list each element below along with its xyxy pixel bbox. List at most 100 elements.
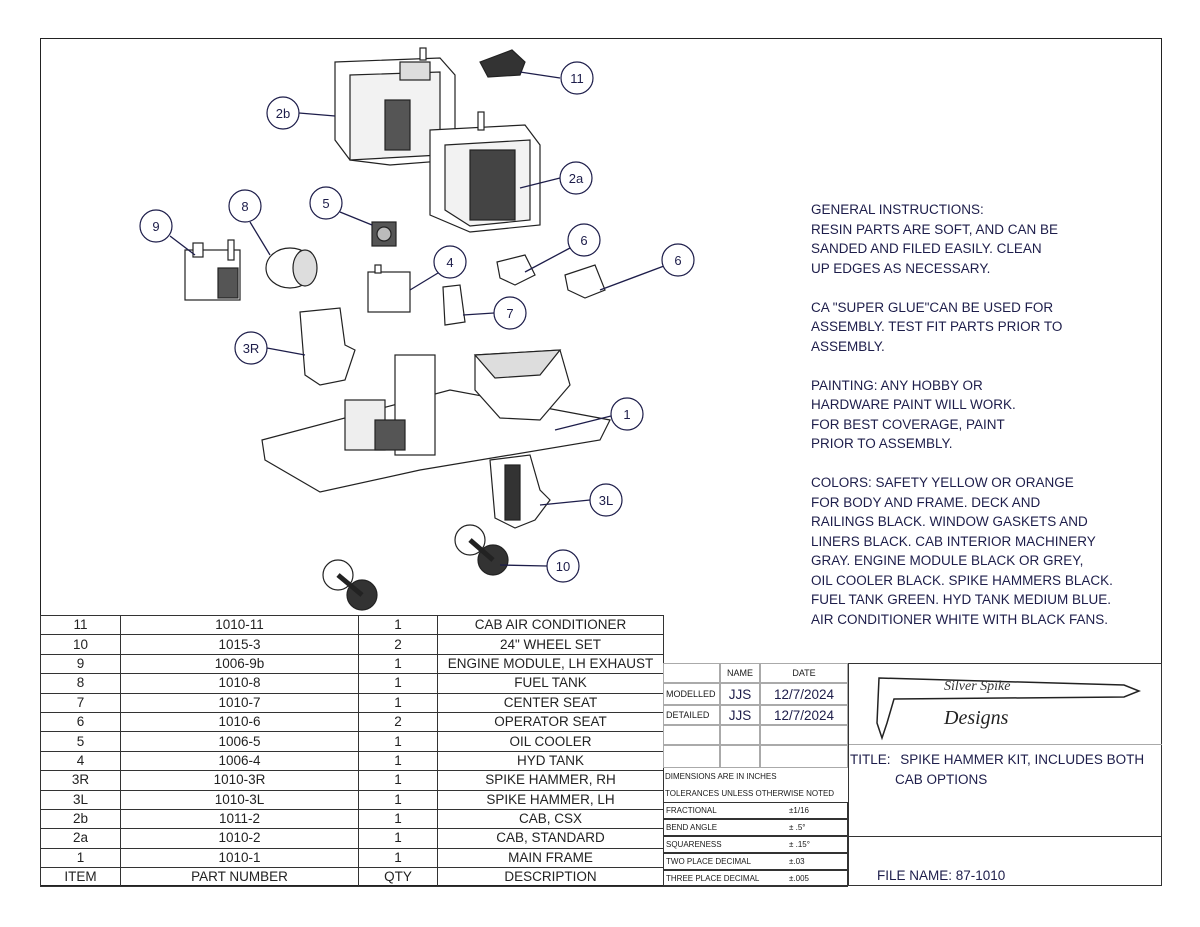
bom-cell: ENGINE MODULE, LH EXHAUST (437, 653, 664, 675)
instruction-line: ASSEMBLY. (811, 338, 885, 354)
bom-cell: 9 (40, 653, 121, 675)
bom-cell: 1 (358, 750, 438, 772)
instruction-line: RAILINGS BLACK. WINDOW GASKETS AND (811, 514, 1088, 529)
tolerance-label: FRACTIONAL (666, 806, 717, 815)
balloon-circle (560, 61, 594, 95)
bom-cell: 1 (358, 789, 438, 810)
balloon-item-6: 6 (567, 223, 601, 257)
balloon-circle (228, 189, 262, 223)
instruction-line: ASSEMBLY. TEST FIT PARTS PRIOR TO (811, 319, 1063, 334)
title-label: TITLE: (850, 752, 891, 767)
bom-cell: QTY (358, 867, 438, 888)
file-name: FILE NAME: 87-1010 (877, 868, 1006, 883)
bom-cell: 1010-7 (120, 692, 359, 713)
part-cab-csx (334, 47, 456, 166)
bom-cell: SPIKE HAMMER, RH (437, 770, 664, 791)
tolerance-value: ±.005 (789, 874, 809, 883)
instruction-line: FOR BODY AND FRAME. DECK AND (811, 494, 1041, 510)
bom-cell: 4 (40, 750, 121, 772)
bom-cell: CENTER SEAT (437, 692, 664, 713)
drawing-title: TITLE: SPIKE HAMMER KIT, INCLUDES BOTH C… (850, 750, 1160, 789)
leader-lines (169, 71, 665, 567)
tolerance-row: TWO PLACE DECIMAL±.03 (663, 853, 848, 870)
balloon-label: 8 (241, 199, 248, 214)
balloon-label: 7 (506, 306, 513, 321)
logo-text-designs: Designs (944, 707, 1009, 729)
balloon-circle (139, 209, 173, 243)
bom-cell: 2 (358, 634, 438, 655)
part-hyd-tank (367, 264, 411, 313)
name-header: NAME (720, 663, 760, 683)
date-header: DATE (760, 663, 848, 683)
balloon-label: 11 (570, 71, 584, 86)
general-instructions: GENERAL INSTRUCTIONS:RESIN PARTS ARE SOF… (811, 200, 1156, 649)
bom-cell: ITEM (40, 867, 121, 888)
instruction-line: RESIN PARTS ARE SOFT, AND CAN BE (811, 221, 1059, 237)
part-cab-standard (429, 111, 541, 233)
tolerance-value: ± .15° (789, 840, 810, 849)
part-main-frame (261, 349, 611, 493)
bom-cell: 1010-3L (120, 789, 359, 810)
bom-cell: 1 (40, 847, 121, 869)
bom-cell: 24" WHEEL SET (437, 634, 664, 655)
bom-cell: 1 (358, 673, 438, 694)
detailed-name: JJS (720, 705, 760, 725)
part-operator-seat (496, 254, 536, 286)
tb-empty (663, 725, 720, 745)
bom-cell: 1 (358, 770, 438, 791)
modelled-name: JJS (720, 683, 760, 705)
balloon-label: 6 (580, 233, 587, 248)
balloon-label: 10 (556, 559, 570, 574)
tb-empty (663, 745, 720, 768)
title-block (663, 663, 1162, 886)
balloon-item-4: 4 (433, 245, 467, 279)
tolerance-label: THREE PLACE DECIMAL (666, 874, 760, 883)
balloon-circle (546, 549, 580, 583)
modelled-date: 12/7/2024 (760, 683, 848, 705)
tolerance-label: BEND ANGLE (666, 823, 718, 832)
instruction-line: UP EDGES AS NECESSARY. (811, 260, 991, 276)
tb-empty (760, 745, 848, 768)
balloon-label: 9 (152, 219, 159, 234)
instruction-line: PRIOR TO ASSEMBLY. (811, 436, 953, 451)
bom-cell: 1015-3 (120, 634, 359, 655)
bom-cell: 5 (40, 731, 121, 752)
part-operator-seat (564, 264, 606, 299)
balloon-circle (589, 483, 623, 517)
divider (848, 836, 1162, 837)
tb-empty (760, 725, 848, 745)
bom-cell: 1010-6 (120, 711, 359, 733)
balloon-circle (567, 223, 601, 257)
tolerances-note: TOLERANCES UNLESS OTHERWISE NOTED (665, 789, 835, 798)
bom-cell: 1010-2 (120, 828, 359, 849)
part-engine-module (184, 239, 241, 301)
tolerance-row: FRACTIONAL±1/16 (663, 802, 848, 819)
balloon-circle (610, 397, 644, 431)
tolerance-row: THREE PLACE DECIMAL ±.005 (663, 870, 848, 887)
bom-cell: MAIN FRAME (437, 847, 664, 869)
balloon-label: 2a (569, 171, 584, 186)
balloon-item-11: 11 (560, 61, 594, 95)
instruction-line: AIR CONDITIONER WHITE WITH BLACK FANS. (811, 611, 1109, 627)
bom-cell: 1 (358, 692, 438, 713)
balloon-item-5: 5 (309, 186, 343, 220)
bom-cell: 1 (358, 808, 438, 830)
title-line-1: SPIKE HAMMER KIT, INCLUDES BOTH (900, 752, 1145, 767)
balloon-circle (493, 296, 527, 330)
instruction-line: LINERS BLACK. CAB INTERIOR MACHINERY (811, 533, 1096, 549)
bom-cell: FUEL TANK (437, 673, 664, 694)
tolerance-label: TWO PLACE DECIMAL (666, 857, 751, 866)
logo-text-silver-spike: Silver Spike (944, 679, 1011, 694)
balloon-circle (559, 161, 593, 195)
instruction-line: FUEL TANK GREEN. HYD TANK MEDIUM BLUE. (811, 592, 1112, 607)
bom-cell: OPERATOR SEAT (437, 711, 664, 733)
